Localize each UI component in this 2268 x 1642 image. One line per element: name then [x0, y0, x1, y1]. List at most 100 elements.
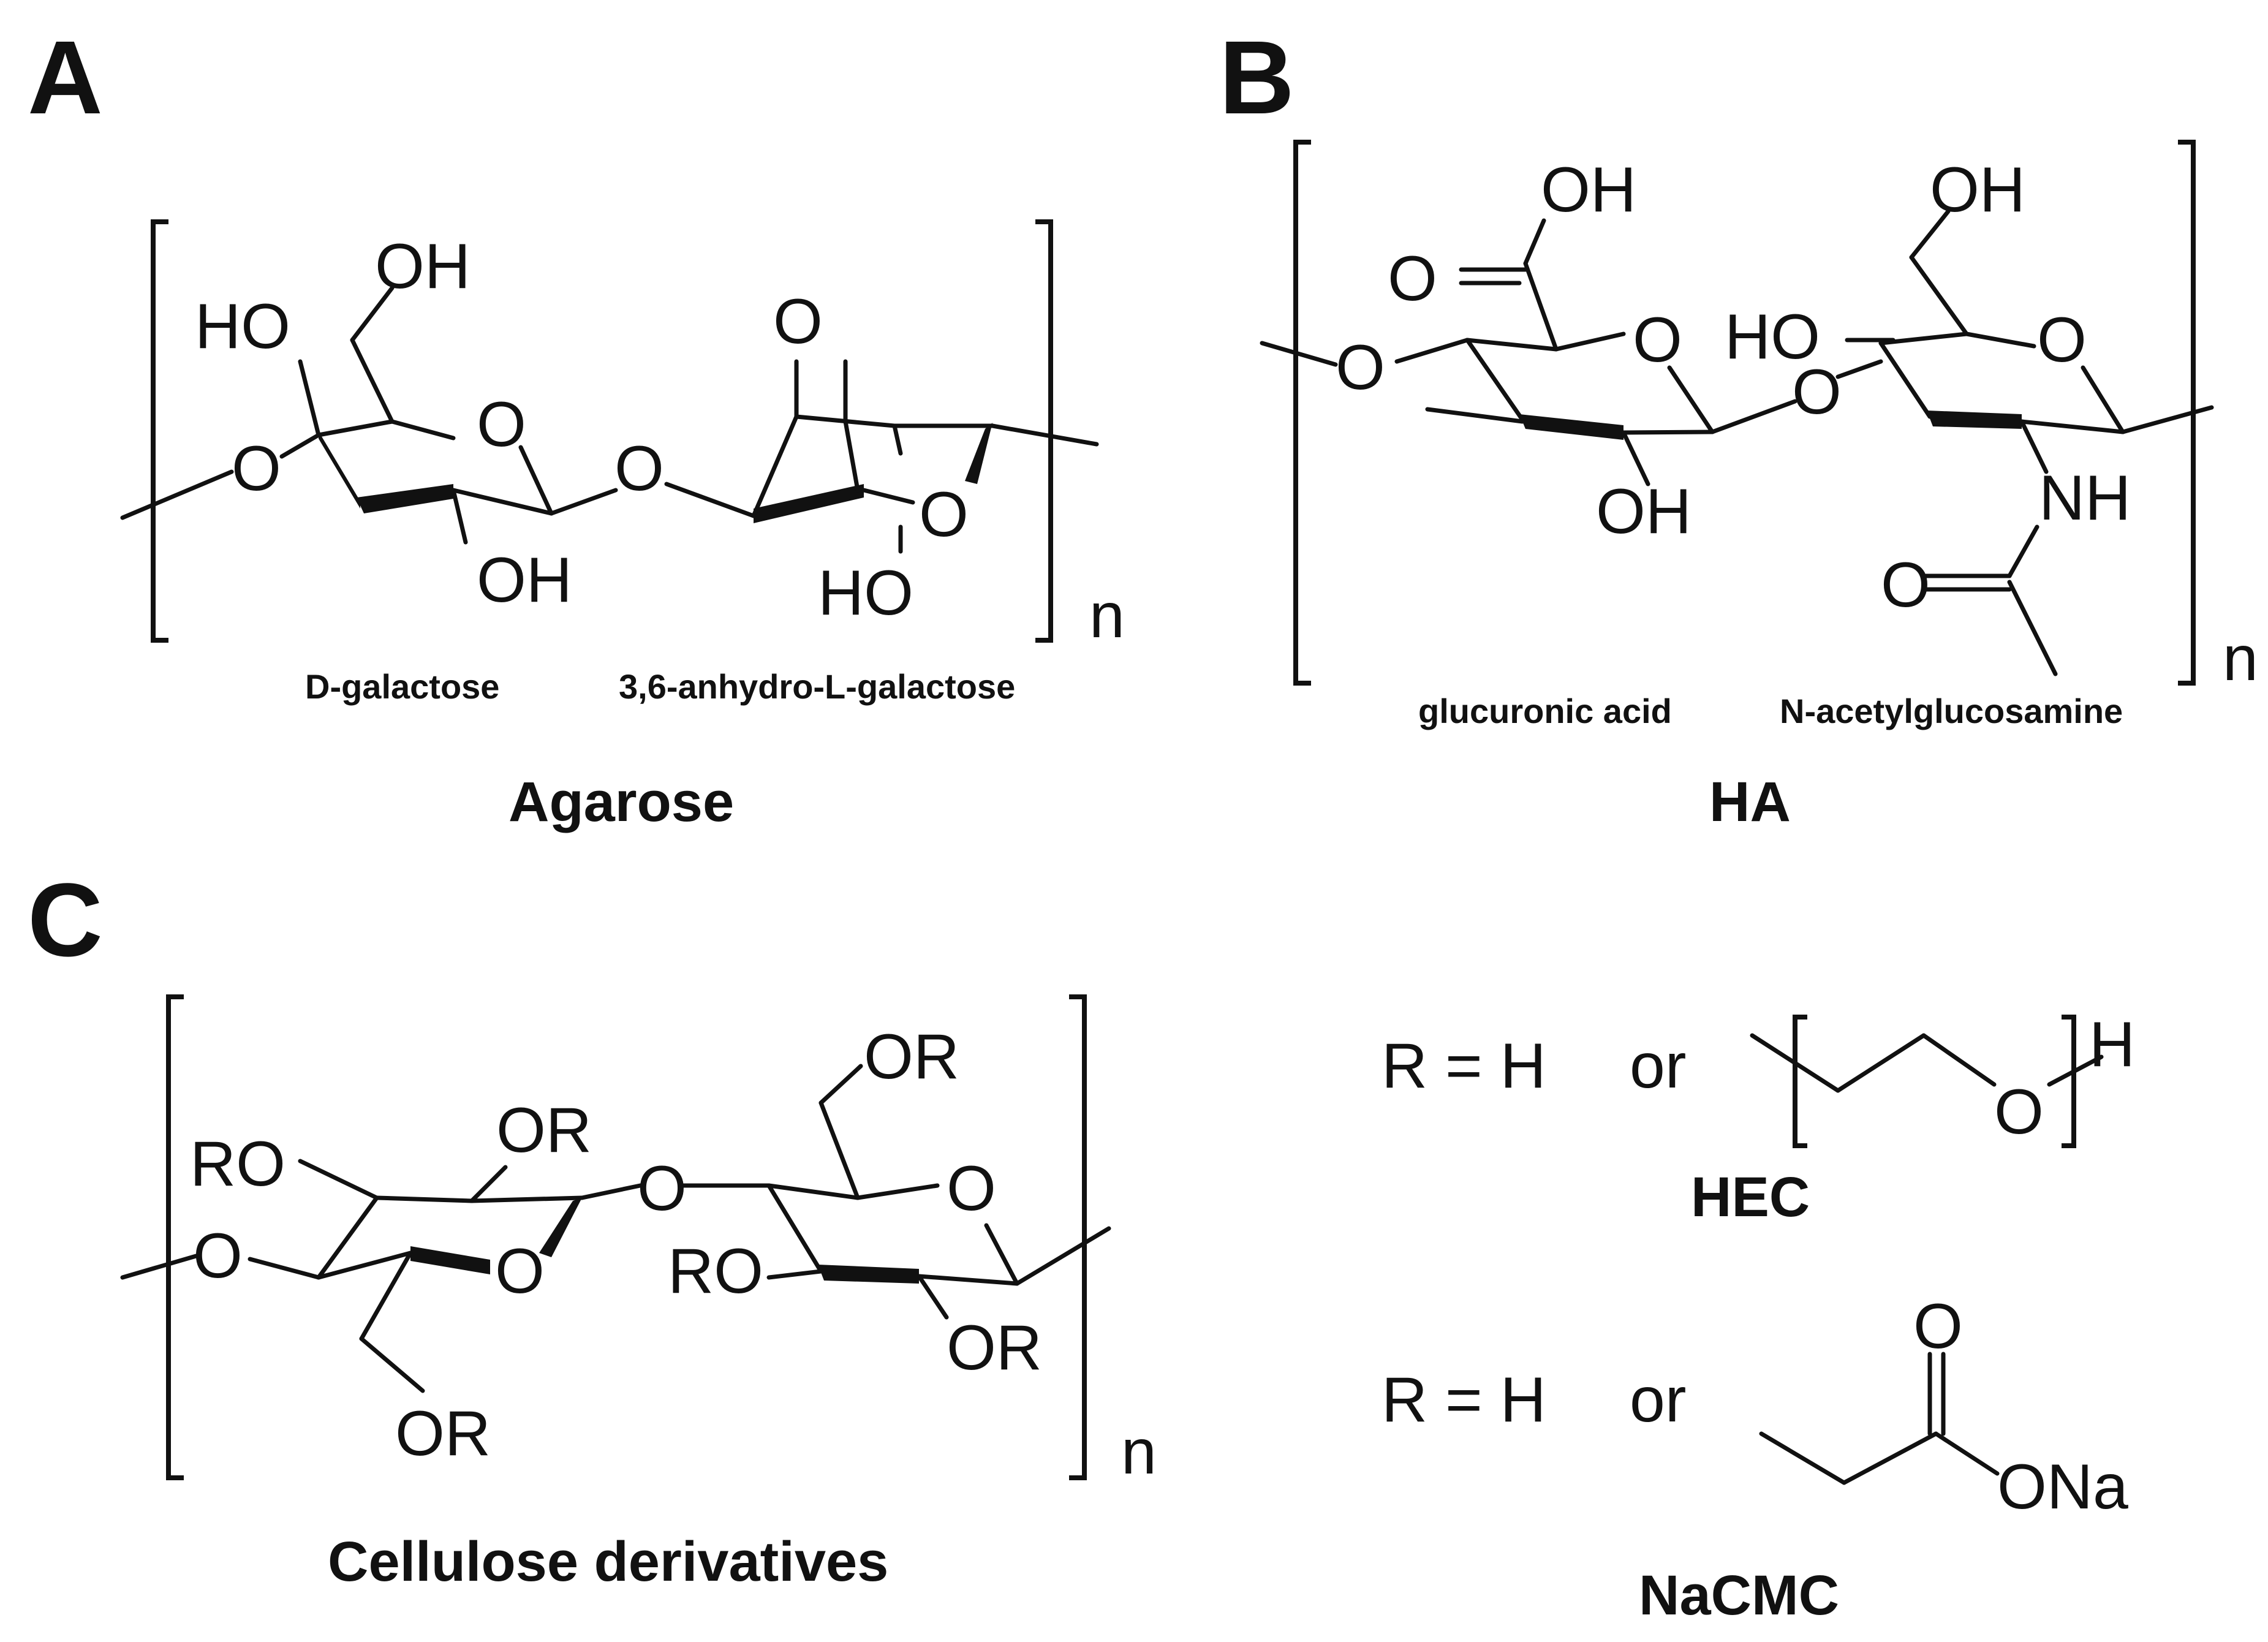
panel-c-bond: [818, 1100, 860, 1200]
panel-c-or-bottom1: OR: [395, 1398, 491, 1469]
panel-c-or-bottom2: OR: [947, 1312, 1042, 1383]
panel-c-bond: [855, 1183, 940, 1200]
panel-a-wedge-bond: [319, 431, 360, 509]
panel-c-nacmc-name: NaCMC: [1639, 1564, 1839, 1627]
panel-b-oh-ch2: OH: [1930, 154, 2025, 225]
panel-a-bond: [549, 488, 618, 516]
panel-b-bond: [2007, 580, 2058, 676]
panel-a-name: Agarose: [508, 771, 734, 833]
panel-c: C n RO OR O O OR O: [28, 862, 2135, 1627]
panel-b-bond: [1878, 331, 1969, 346]
panel-b-bond: [1465, 338, 1559, 352]
panel-b-repeat-n: n: [2223, 623, 2258, 694]
panel-a: A n O HO OH O OH O: [28, 20, 1125, 833]
panel-c-right-bracket: [1069, 994, 1087, 1480]
panel-c-bond: [1759, 1431, 1847, 1485]
panel-c-hec-r-eq: R = H: [1382, 1031, 1546, 1102]
panel-a-bond: [120, 469, 234, 520]
panel-b-o-ring2: O: [2037, 305, 2087, 376]
panel-c-hec-o: O: [1994, 1076, 2044, 1148]
panel-b-bold-bond: [1927, 410, 2022, 429]
panel-c-bond: [984, 1223, 1019, 1286]
panel-a-bond: [451, 488, 554, 516]
panel-a-bond: [316, 419, 395, 437]
panel-b-oh-cooh: OH: [1541, 154, 1636, 225]
panel-b-bond: [1523, 261, 1559, 352]
panel-b-bond: [1425, 407, 1525, 424]
panel-c-hec-or: or: [1630, 1031, 1686, 1102]
panel-c-bond: [917, 1274, 1019, 1286]
panel-a-o-link-left: O: [232, 433, 281, 504]
panel-b-name: HA: [1709, 771, 1791, 833]
panel-c-bond: [1750, 1033, 1840, 1093]
panel-a-bold-bond: [754, 484, 864, 523]
panel-c-nacmc-or: or: [1630, 1364, 1686, 1436]
panel-b-bond: [1260, 341, 1338, 367]
panel-b-bond: [2007, 524, 2039, 578]
panel-b-o-ring1: O: [1633, 305, 1682, 376]
panel-b-o-link-left: O: [1336, 332, 1385, 403]
panel-c-nacmc-ona: ONa: [1997, 1451, 2128, 1523]
panel-a-bond: [892, 423, 903, 456]
panel-a-letter: A: [28, 20, 103, 136]
panel-a-bond: [990, 423, 1099, 447]
panel-c-nacmc-r-eq: R = H: [1382, 1364, 1546, 1436]
panel-c-left-bracket: [166, 994, 184, 1480]
panel-a-unit2-label: 3,6-anhydro-L-galactose: [619, 667, 1015, 706]
panel-c-ro-left: RO: [190, 1129, 285, 1200]
panel-a-bond: [298, 359, 321, 437]
panel-a-bond: [279, 433, 321, 459]
panel-c-bond: [120, 1254, 198, 1280]
panel-b-unit2-label: N-acetylglucosamine: [1780, 692, 2123, 730]
panel-c-bond: [298, 1159, 379, 1200]
panel-c-bond: [766, 1269, 823, 1280]
panel-a-ho-bottom: HO: [818, 558, 913, 629]
panel-b-oh-bottom: OH: [1596, 476, 1692, 547]
panel-c-bond: [2047, 1054, 2104, 1087]
panel-c-bond: [580, 1183, 643, 1200]
panel-a-wedge-bond: [965, 423, 992, 484]
panel-c-hec-left-bracket: [1793, 1015, 1807, 1148]
panel-c-bold-bond: [818, 1265, 919, 1284]
panel-b-o-acetyl: O: [1881, 550, 1930, 621]
panel-c-or-top1: OR: [496, 1095, 592, 1166]
panel-a-oh-bottom: OH: [477, 545, 572, 616]
panel-b-bond: [2120, 405, 2214, 434]
panel-a-o-bridge: O: [773, 286, 823, 357]
panel-b-bond: [1909, 209, 1951, 260]
panel-b-o-glyco: O: [1792, 357, 1842, 428]
panel-b-bond: [1621, 429, 1715, 435]
panel-c-or-top2: OR: [864, 1021, 959, 1092]
panel-b-bold-bond: [1519, 414, 1624, 440]
panel-b-bond: [1964, 331, 2036, 349]
panel-a-o-glyco: O: [614, 433, 664, 504]
panel-a-bold-bond: [357, 484, 453, 513]
panel-a-o-ring1: O: [477, 389, 526, 460]
panel-a-unit1-label: D-galactose: [305, 667, 499, 706]
panel-c-repeat-n: n: [1121, 1417, 1157, 1488]
panel-a-left-bracket: [151, 219, 168, 643]
panel-c-bold-bond: [410, 1246, 490, 1274]
panel-a-right-bracket: [1035, 219, 1053, 643]
panel-b-bond: [2019, 419, 2125, 434]
panel-c-o-link-left: O: [193, 1220, 243, 1292]
panel-b-o-carbonyl: O: [1388, 243, 1437, 314]
panel-c-name: Cellulose derivatives: [328, 1530, 888, 1593]
panel-c-bond: [374, 1195, 474, 1203]
panel-c-hec-name: HEC: [1691, 1166, 1810, 1228]
panel-a-bond: [390, 419, 456, 441]
panel-b-bond: [2081, 365, 2125, 434]
panel-b-bond: [1523, 218, 1546, 266]
panel-c-wedge-bond: [539, 1198, 582, 1257]
panel-a-bond: [451, 488, 468, 545]
panel-c-bond: [1835, 1033, 1926, 1093]
panel-c-hec-right-bracket: [2062, 1015, 2076, 1148]
panel-a-bond: [843, 419, 860, 493]
panel-b-bond: [1835, 359, 1883, 379]
panel-c-bond: [1933, 1431, 2000, 1476]
panel-c-bond: [1842, 1431, 1938, 1485]
panel-b-bond: [1909, 255, 1969, 336]
panel-b-bond: [1465, 338, 1525, 422]
panel-c-bond: [248, 1257, 321, 1280]
panel-c-bond: [469, 1195, 584, 1203]
